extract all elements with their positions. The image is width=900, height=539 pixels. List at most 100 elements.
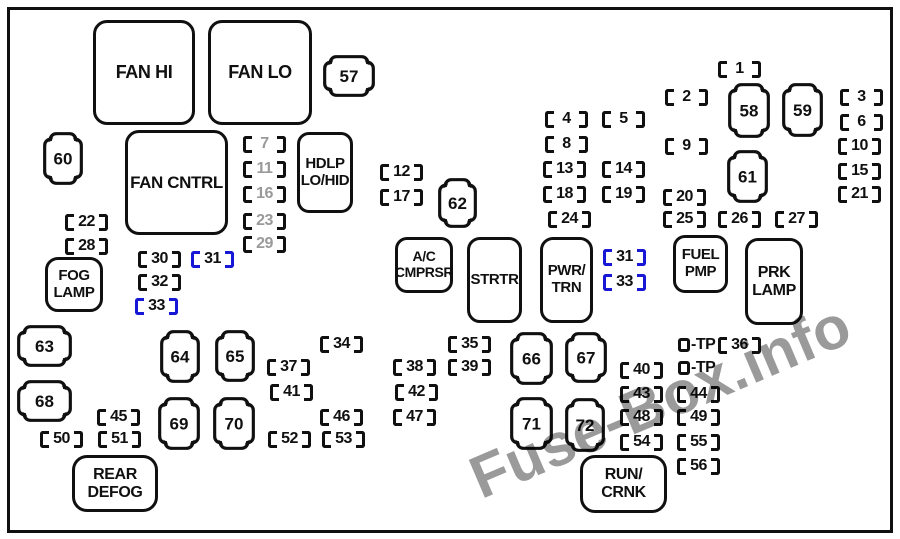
fuse-39: 39 [448,358,491,376]
bracket-right-icon [414,163,423,181]
relay-number: 59 [793,101,812,120]
fuse-number: 36 [731,336,748,353]
relay-shape: 60 [43,132,83,185]
bracket-right-icon [225,250,234,268]
fuse-50: 50 [40,430,83,448]
fuse-51: 51 [98,430,141,448]
fuse-28: 28 [65,237,108,255]
fuse-31: 31 [603,248,646,266]
relay-60: 60 [43,132,83,185]
fuse-number: 34 [333,335,350,352]
relay-shape: 71 [510,397,553,450]
bracket-right-icon [872,137,881,155]
bracket-right-icon [277,212,286,230]
bracket-left-icon [602,185,611,203]
fuse-55: 55 [677,433,720,451]
relay-shape: 69 [158,397,200,450]
relay-64: 64 [160,330,200,383]
fuse-49: 49 [677,408,720,426]
bracket-left-icon [40,430,49,448]
fuse-number: 25 [676,210,693,227]
fuse-number: 30 [151,250,168,267]
relay-shape: 64 [160,330,200,383]
fuse-number: 35 [461,335,478,352]
relay-number: 65 [226,347,245,366]
bracket-right-icon [874,113,883,131]
fuse-22: 22 [65,213,108,231]
bracket-left-icon [718,60,727,78]
relay-number: 68 [35,392,54,411]
fuse-15: 15 [838,162,881,180]
bracket-left-icon [620,433,629,451]
fuse-number: 8 [562,135,571,152]
bracket-right-icon [582,210,591,228]
fuse-13: 13 [543,160,586,178]
fuse-number: 11 [256,160,273,177]
bracket-left-icon [320,408,329,426]
fuse-number: 40 [633,361,650,378]
bracket-left-icon [243,212,252,230]
bracket-right-icon [304,383,313,401]
relay-shape: 57 [323,55,375,97]
fuse-37: 37 [267,358,310,376]
fuse-number: 12 [393,163,410,180]
fuse-number: 33 [148,297,165,314]
bracket-right-icon [872,185,881,203]
bracket-left-icon [840,113,849,131]
fuse-number: 2 [682,88,691,105]
bracket-right-icon [302,430,311,448]
bracket-right-icon [482,335,491,353]
bracket-left-icon [840,88,849,106]
relay-shape: 61 [727,150,768,203]
fuse-number: 21 [851,185,868,202]
bracket-left-icon [677,457,686,475]
relay-number: 67 [577,349,596,368]
bracket-right-icon [752,60,761,78]
fuse-number: 5 [619,110,628,127]
diagram-border [7,7,893,533]
bracket-left-icon [243,160,252,178]
fuse-32: 32 [138,273,181,291]
bracket-left-icon [543,185,552,203]
bracket-left-icon [545,135,554,153]
bracket-right-icon [654,433,663,451]
box-label: REAR [93,465,137,483]
relay-shape: 58 [728,83,770,138]
bracket-right-icon [277,160,286,178]
relay-number: 64 [171,348,190,367]
fuse-56: 56 [677,457,720,475]
bracket-right-icon [711,457,720,475]
bracket-left-icon [677,408,686,426]
relay-66: 66 [510,332,553,385]
fuse-number: 50 [53,430,70,447]
bracket-right-icon [699,88,708,106]
fuse-18: 18 [543,185,586,203]
relay-58: 58 [728,83,770,138]
fuse-number: 39 [461,358,478,375]
bracket-left-icon [718,336,727,354]
bracket-left-icon [718,210,727,228]
box-pwr-trn: PWR/TRN [540,237,593,323]
fuse-8: 8 [545,135,588,153]
fuse-number: 46 [333,408,350,425]
box-label: CMPRSR [394,264,454,280]
fuse-40: 40 [620,361,663,379]
relay-number: 72 [576,416,595,435]
fuse-38: 38 [393,358,436,376]
bracket-left-icon [838,137,847,155]
relay-shape: 72 [565,398,605,452]
fuse-number: 3 [857,88,866,105]
bracket-left-icon [665,137,674,155]
bracket-left-icon [322,430,331,448]
tp-label: -TP [691,336,716,353]
fuse-41: 41 [270,383,313,401]
bracket-right-icon [654,361,663,379]
fuse-53: 53 [322,430,365,448]
bracket-right-icon [427,408,436,426]
bracket-left-icon [138,250,147,268]
relay-69: 69 [158,397,200,450]
bracket-right-icon [809,210,818,228]
